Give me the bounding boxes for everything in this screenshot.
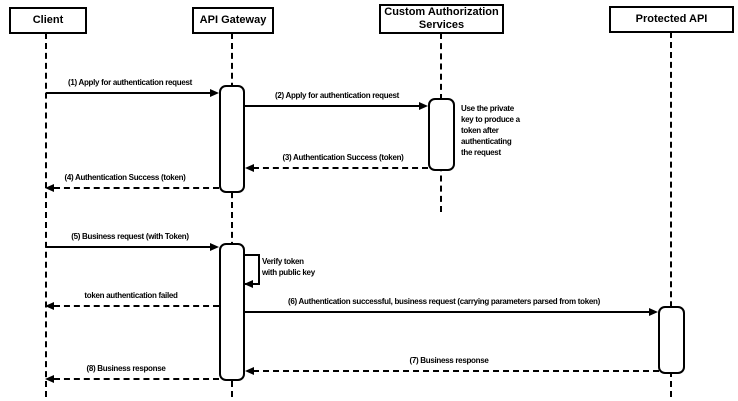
actor-head-api-gateway: API Gateway (192, 7, 274, 34)
message-6-label: (6) Authentication successful, business … (288, 297, 600, 306)
message-4-arrowhead (45, 184, 54, 192)
actor-head-protected-api: Protected API (609, 6, 734, 33)
lifeline-protected-api (670, 32, 672, 397)
message-8-line (54, 378, 219, 380)
message-1-label: (1) Apply for authentication request (67, 78, 193, 87)
message-5-arrowhead (210, 243, 219, 251)
message-5-label: (5) Business request (with Token) (71, 232, 189, 241)
message-token-failed-arrowhead (45, 302, 54, 310)
actor-head-custom-authorization-services: Custom Authorization Services (379, 4, 504, 34)
activation-protected-api (658, 306, 685, 374)
message-1-line (46, 92, 211, 94)
message-1-arrowhead (210, 89, 219, 97)
self-message-label: Verify token with public key (262, 257, 315, 277)
lifeline-api-gateway (231, 33, 233, 397)
activation-api-gateway-auth (219, 85, 245, 193)
message-4-line (54, 187, 219, 189)
message-7-label: (7) Business response (409, 356, 489, 365)
message-8-label: (8) Business response (86, 364, 166, 373)
message-7-arrowhead (245, 367, 254, 375)
lifeline-client (45, 33, 47, 397)
message-3-arrowhead (245, 164, 254, 172)
message-2-line (245, 105, 420, 107)
message-3-label: (3) Authentication Success (token) (282, 153, 404, 162)
message-6-line (245, 311, 649, 313)
activation-api-gateway-business (219, 243, 245, 381)
message-8-arrowhead (45, 375, 54, 383)
activation-custom-authorization-services (428, 98, 455, 171)
message-5-line (46, 246, 210, 248)
message-2-label: (2) Apply for authentication request (274, 91, 400, 100)
message-6-arrowhead (649, 308, 658, 316)
note-private-key: Use the private key to produce a token a… (461, 104, 520, 157)
message-4-label: (4) Authentication Success (token) (64, 173, 186, 182)
message-7-line (253, 370, 659, 372)
message-token-failed-label: token authentication failed (84, 291, 178, 300)
message-3-line (253, 167, 428, 169)
actor-head-client: Client (9, 7, 87, 34)
self-message-arrowhead (244, 280, 253, 288)
message-2-arrowhead (419, 102, 428, 110)
message-token-failed-line (54, 305, 219, 307)
